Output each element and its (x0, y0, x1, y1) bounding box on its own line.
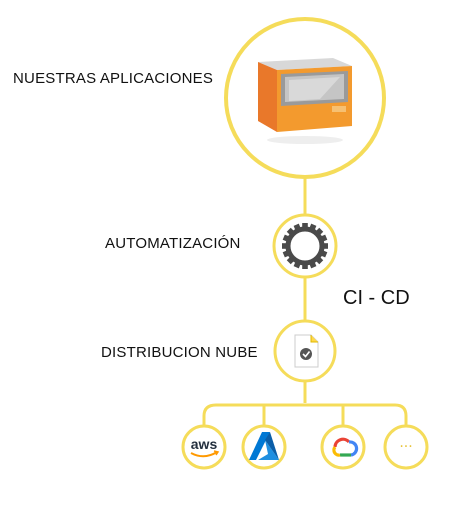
document-check-icon (294, 334, 319, 368)
apps-node (224, 17, 386, 179)
svg-text:aws: aws (191, 436, 218, 452)
software-box-icon (258, 58, 352, 144)
provider-aws: aws (181, 424, 227, 470)
cloud-distribution-node (273, 319, 337, 383)
google-cloud-logo-icon (332, 437, 359, 457)
label-automatizacion: AUTOMATIZACIÓN (105, 235, 241, 252)
connector-lines (202, 172, 408, 437)
azure-logo-icon (249, 432, 279, 460)
automation-node (272, 213, 338, 279)
provider-azure (241, 424, 287, 470)
label-ci-cd: CI - CD (343, 287, 410, 309)
label-distribucion-nube: DISTRIBUCION NUBE (101, 344, 258, 361)
provider-google-cloud (320, 424, 366, 470)
gear-icon (282, 223, 328, 269)
aws-logo-icon: aws (190, 436, 220, 458)
label-nuestras-aplicaciones: NUESTRAS APLICACIONES (13, 70, 214, 87)
ellipsis-icon: ··· (399, 439, 412, 455)
provider-more: ··· (383, 424, 429, 470)
